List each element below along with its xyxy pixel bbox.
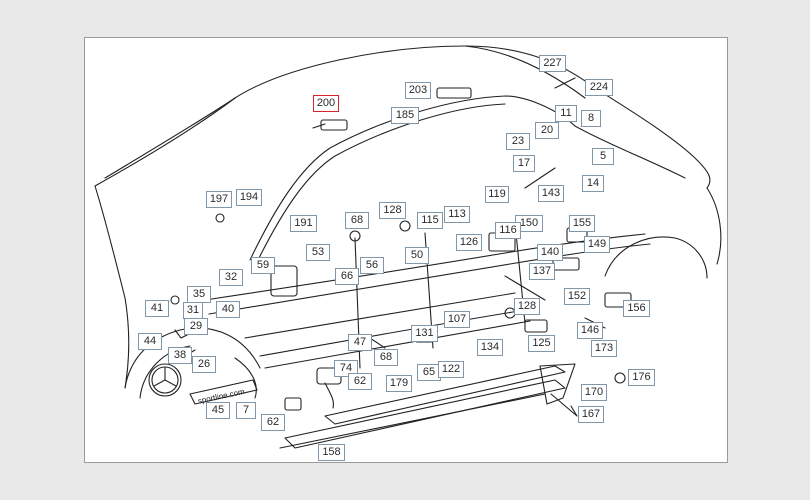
callout-158[interactable]: 158 [318,444,345,461]
callout-146[interactable]: 146 [577,322,603,339]
callout-128[interactable]: 128 [379,202,406,219]
callout-200[interactable]: 200 [313,95,339,112]
callout-143[interactable]: 143 [538,185,564,202]
callout-155[interactable]: 155 [569,215,595,232]
callout-65[interactable]: 65 [417,364,441,381]
callout-23[interactable]: 23 [506,133,530,150]
callout-17[interactable]: 17 [513,155,535,172]
callout-31[interactable]: 31 [183,302,203,319]
callout-62[interactable]: 62 [348,373,372,390]
callout-38[interactable]: 38 [168,347,192,364]
callout-149[interactable]: 149 [584,236,610,253]
callout-41[interactable]: 41 [145,300,169,317]
callout-126[interactable]: 126 [456,234,482,251]
callout-107[interactable]: 107 [444,311,470,328]
callout-150[interactable]: 150 [515,215,543,232]
callout-224[interactable]: 224 [585,79,613,96]
callout-66[interactable]: 66 [335,268,359,285]
callout-203[interactable]: 203 [405,82,431,99]
callout-5[interactable]: 5 [592,148,614,165]
callout-32[interactable]: 32 [219,269,243,286]
callout-8[interactable]: 8 [581,110,601,127]
callout-179[interactable]: 179 [386,375,412,392]
callout-125[interactable]: 125 [528,335,555,352]
callout-14[interactable]: 14 [582,175,604,192]
callout-74[interactable]: 74 [334,360,358,377]
callout-11[interactable]: 11 [555,105,577,122]
callout-44[interactable]: 44 [138,333,162,350]
callout-50[interactable]: 50 [405,247,429,264]
callout-194[interactable]: 194 [236,189,262,206]
callout-131[interactable]: 131 [411,325,438,342]
callout-35[interactable]: 35 [187,286,211,303]
callout-176[interactable]: 176 [628,369,655,386]
callout-185[interactable]: 185 [391,107,419,124]
callout-227[interactable]: 227 [539,55,566,72]
callout-137[interactable]: 137 [529,263,555,280]
callout-26[interactable]: 26 [192,356,216,373]
callout-59[interactable]: 59 [251,257,275,274]
callout-56[interactable]: 56 [360,257,384,274]
callout-140[interactable]: 140 [537,244,563,261]
callout-152[interactable]: 152 [564,288,590,305]
callout-68[interactable]: 68 [345,212,369,229]
callout-7[interactable]: 7 [236,402,256,419]
diagram-sheet: sportline.com 200 203 185 227 224 11 20 … [84,37,728,463]
callout-167[interactable]: 167 [578,406,604,423]
callout-156[interactable]: 156 [623,300,650,317]
callout-47[interactable]: 47 [348,334,372,351]
callout-173[interactable]: 173 [591,340,617,357]
callout-197[interactable]: 197 [206,191,232,208]
callout-20[interactable]: 20 [535,122,559,139]
callout-113[interactable]: 113 [444,206,470,223]
callout-62b[interactable]: 62 [261,414,285,431]
callout-40[interactable]: 40 [216,301,240,318]
callout-191[interactable]: 191 [290,215,317,232]
callout-115[interactable]: 115 [417,212,443,229]
callout-45[interactable]: 45 [206,402,230,419]
callout-128b[interactable]: 128 [514,298,540,315]
callout-29[interactable]: 29 [184,318,208,335]
callout-170[interactable]: 170 [581,384,607,401]
callout-68b[interactable]: 68 [374,349,398,366]
callout-134[interactable]: 134 [477,339,503,356]
callout-122[interactable]: 122 [438,361,464,378]
callout-119[interactable]: 119 [485,186,509,203]
callout-53[interactable]: 53 [306,244,330,261]
callout-116[interactable]: 116 [495,222,521,239]
